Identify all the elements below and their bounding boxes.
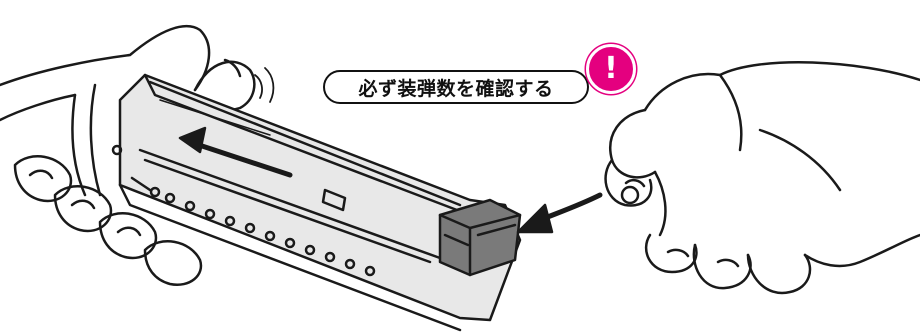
magazine	[111, 73, 522, 332]
direction-arrow-icon	[178, 126, 293, 178]
left-hand	[0, 25, 256, 286]
exclamation-icon: !	[586, 44, 636, 94]
push-arrow-icon	[516, 192, 603, 234]
badge-symbol: !	[604, 51, 618, 86]
magazine-follower	[438, 198, 522, 277]
callout-text: 必ず装弾数を確認する	[358, 77, 554, 100]
magazine-holes	[149, 186, 376, 277]
warning-callout: 必ず装弾数を確認する	[323, 70, 589, 104]
right-hand	[604, 61, 920, 295]
